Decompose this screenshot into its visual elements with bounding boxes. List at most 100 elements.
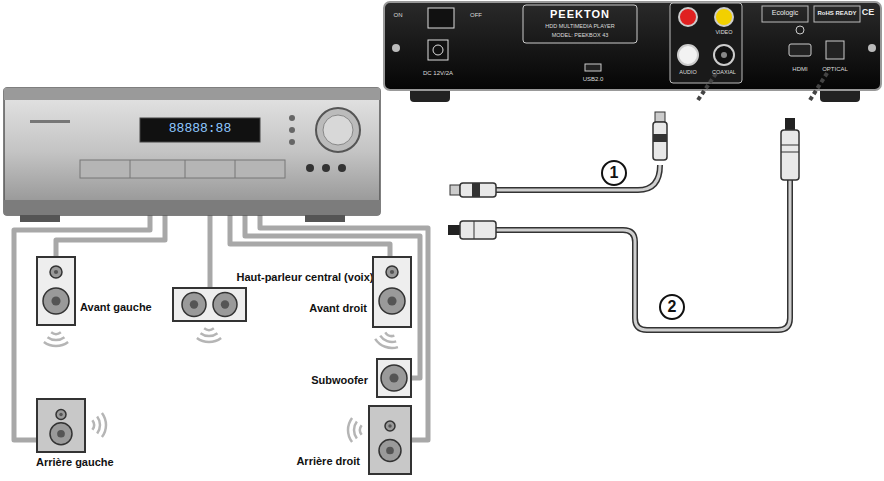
- speaker-icon: [368, 405, 412, 475]
- speaker-driver: [50, 266, 62, 278]
- speaker-cabinet: [173, 288, 246, 321]
- speaker-label: Avant gauche: [80, 301, 152, 314]
- volume-knob: [316, 108, 360, 152]
- panel-label: HDD MULTIMEDIA PLAYER: [545, 23, 614, 29]
- panel-label: AUDIO: [679, 69, 696, 75]
- wire: [208, 215, 213, 287]
- speaker-driver: [182, 293, 206, 317]
- panel-line: [235, 160, 236, 178]
- speaker-cabinet: [37, 399, 85, 452]
- dust-cap: [389, 373, 398, 382]
- panel-line: [185, 160, 186, 178]
- sound-wave: [201, 333, 218, 336]
- dc-jack-hole: [433, 45, 443, 55]
- panel-label: OPTICAL: [822, 66, 848, 73]
- speaker: Arrière droit: [368, 405, 412, 475]
- hatched-arrow: [810, 70, 829, 100]
- plug-band: [653, 134, 667, 142]
- speaker: Avant gauche: [36, 256, 76, 326]
- panel-label: USB2.0: [583, 76, 604, 83]
- speaker-icon: [376, 358, 412, 398]
- panel-label: VIDEO: [715, 29, 732, 35]
- speaker: Subwoofer: [376, 358, 412, 398]
- speaker-driver: [385, 421, 395, 431]
- sound-wave: [385, 332, 394, 336]
- speaker-driver: [56, 410, 66, 420]
- insertion-arrows: [698, 70, 829, 100]
- dust-cap: [390, 270, 394, 274]
- button: [289, 127, 295, 133]
- plug-grip: [781, 145, 799, 146]
- speaker: Avant droit: [372, 256, 412, 328]
- sound-wave: [380, 336, 396, 342]
- wire: [245, 215, 420, 378]
- media-player: [384, 2, 881, 102]
- panel-label: 88888:88: [169, 122, 231, 136]
- rca-white: [678, 45, 698, 65]
- rohs-badge: [814, 6, 860, 22]
- rca-panel: [670, 3, 742, 83]
- panel-label: ON: [394, 12, 403, 19]
- panel-label: CE: [862, 8, 875, 18]
- toslink-tip: [448, 225, 460, 235]
- rca-red: [679, 8, 697, 26]
- knob-cap: [323, 115, 353, 145]
- dust-cap: [387, 296, 396, 305]
- plug-grip: [474, 221, 475, 239]
- dust-cap: [59, 413, 63, 417]
- sound-wave: [97, 417, 100, 434]
- rca-coaxial: [714, 45, 734, 65]
- speaker: Haut-parleur central (voix): [172, 287, 247, 322]
- rca-tip: [450, 185, 460, 195]
- hatched-arrow: [698, 72, 717, 100]
- dc-jack: [428, 40, 448, 60]
- speaker-label: Haut-parleur central (voix): [237, 271, 374, 284]
- logo-frame: [523, 5, 637, 43]
- dust-cap: [190, 300, 198, 308]
- speaker-label: Arrière gauche: [36, 456, 114, 469]
- speaker-icon: [36, 398, 86, 453]
- sound-wave: [348, 418, 352, 442]
- speaker-icon: [36, 256, 76, 326]
- front-panel: [80, 160, 285, 178]
- coaxial-cable: [450, 112, 667, 197]
- rca-yellow: [715, 8, 733, 26]
- sound-wave: [204, 328, 214, 330]
- speaker-driver: [381, 365, 407, 391]
- sound-wave: [51, 332, 61, 334]
- speaker-cabinet: [37, 257, 75, 325]
- wire: [56, 215, 165, 256]
- speaker-driver: [379, 288, 405, 314]
- player-back: [384, 2, 881, 90]
- optical-cable: [448, 118, 799, 330]
- panel-label: PEEKTON: [550, 8, 610, 20]
- screw: [392, 44, 400, 52]
- screw: [868, 44, 876, 52]
- button: [289, 139, 295, 145]
- cable: [495, 165, 660, 190]
- panel-label: MODEL: PEEKBOX 43: [552, 32, 609, 38]
- panel-label: DC 12V/2A: [423, 70, 453, 77]
- speaker-driver: [213, 293, 237, 317]
- rca-plug: [653, 122, 667, 160]
- speaker-driver: [379, 440, 401, 462]
- sound-wave: [360, 425, 362, 435]
- cable-core: [495, 180, 790, 330]
- panel-label: Ecologic: [772, 9, 798, 17]
- jack: [322, 164, 330, 172]
- plug-grip: [781, 152, 799, 153]
- usb-port: [585, 64, 601, 71]
- sound-wave: [48, 337, 65, 340]
- speaker-cabinet: [369, 406, 411, 474]
- hdmi-port: [789, 44, 811, 56]
- speaker-driver: [43, 288, 69, 314]
- jack: [306, 164, 314, 172]
- speaker-icon: [172, 287, 247, 322]
- sound-wave: [102, 413, 106, 437]
- dust-cap: [221, 300, 229, 308]
- display: [140, 118, 260, 142]
- speaker-label: Subwoofer: [311, 374, 368, 387]
- speaker-label: Arrière droit: [296, 455, 360, 468]
